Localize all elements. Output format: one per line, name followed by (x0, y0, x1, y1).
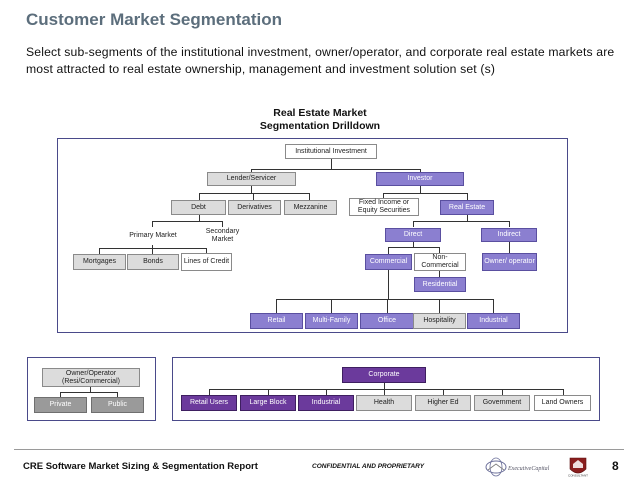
node-secondary-market: Secondary Market (195, 227, 250, 245)
node-lender-servicer: Lender/Servicer (207, 172, 296, 186)
node-primary-market: Primary Market (126, 227, 180, 245)
node-industrial: Industrial (467, 313, 520, 329)
node-derivatives: Derivatives (228, 200, 281, 215)
footer-confidential: CONFIDENTIAL AND PROPRIETARY (312, 463, 425, 470)
node-hospitality: Hospitality (413, 313, 466, 329)
corporate-large-block: Large Block (240, 395, 296, 411)
node-direct: Direct (385, 228, 441, 242)
node-real-estate: Real Estate (440, 200, 494, 215)
diagram-title-line2: Segmentation Drilldown (259, 120, 381, 132)
footer-divider (14, 449, 624, 450)
node-non-commercial: Non-Commercial (414, 253, 466, 271)
diagram-title: Real Estate Market Segmentation Drilldow… (220, 107, 420, 133)
corporate-header: Corporate (342, 367, 426, 383)
corporate-industrial: Industrial (298, 395, 354, 411)
node-office: Office (360, 313, 414, 329)
node-multi-family: Multi-Family (305, 313, 358, 329)
diagram-title-line1: Real Estate Market (273, 107, 367, 119)
node-owner-operator: Owner/ operator (482, 253, 537, 271)
node-debt: Debt (171, 200, 226, 215)
node-indirect: Indirect (481, 228, 537, 242)
page-title: Customer Market Segmentation (26, 10, 282, 29)
node-retail: Retail (250, 313, 303, 329)
drilldown-frame (57, 138, 568, 333)
page-subtitle: Select sub-segments of the institutional… (26, 45, 615, 76)
owner-public: Public (91, 397, 144, 413)
corporate-government: Government (474, 395, 530, 411)
executive-capital-logo: ExecutiveCapital (484, 457, 556, 482)
consultant-seal-logo: CONSULTANT (567, 456, 589, 483)
corporate-higher-ed: Higher Ed (415, 395, 471, 411)
corporate-retail-users: Retail Users (181, 395, 237, 411)
owner-private: Private (34, 397, 87, 413)
corporate-land-owners: Land Owners (534, 395, 591, 411)
node-investor: Investor (376, 172, 464, 186)
node-mortgages: Mortgages (73, 254, 126, 270)
footer-report-title: CRE Software Market Sizing & Segmentatio… (23, 461, 258, 472)
node-residential: Residential (414, 277, 466, 292)
node-commercial: Commercial (365, 254, 412, 270)
page-number: 8 (612, 459, 619, 473)
node-institutional-investment: Institutional Investment (285, 144, 377, 159)
svg-text:CONSULTANT: CONSULTANT (568, 474, 588, 478)
node-mezzanine: Mezzanine (284, 200, 337, 215)
node-bonds: Bonds (127, 254, 179, 270)
owner-operator-header: Owner/Operator (Resi/Commercial) (42, 368, 140, 387)
node-fixed-income: Fixed Income or Equity Securities (349, 198, 419, 216)
corporate-health: Health (356, 395, 412, 411)
svg-text:ExecutiveCapital: ExecutiveCapital (507, 466, 550, 472)
owner-operator-frame (27, 357, 156, 421)
node-lines-of-credit: Lines of Credit (181, 253, 232, 271)
corporate-frame (172, 357, 600, 421)
